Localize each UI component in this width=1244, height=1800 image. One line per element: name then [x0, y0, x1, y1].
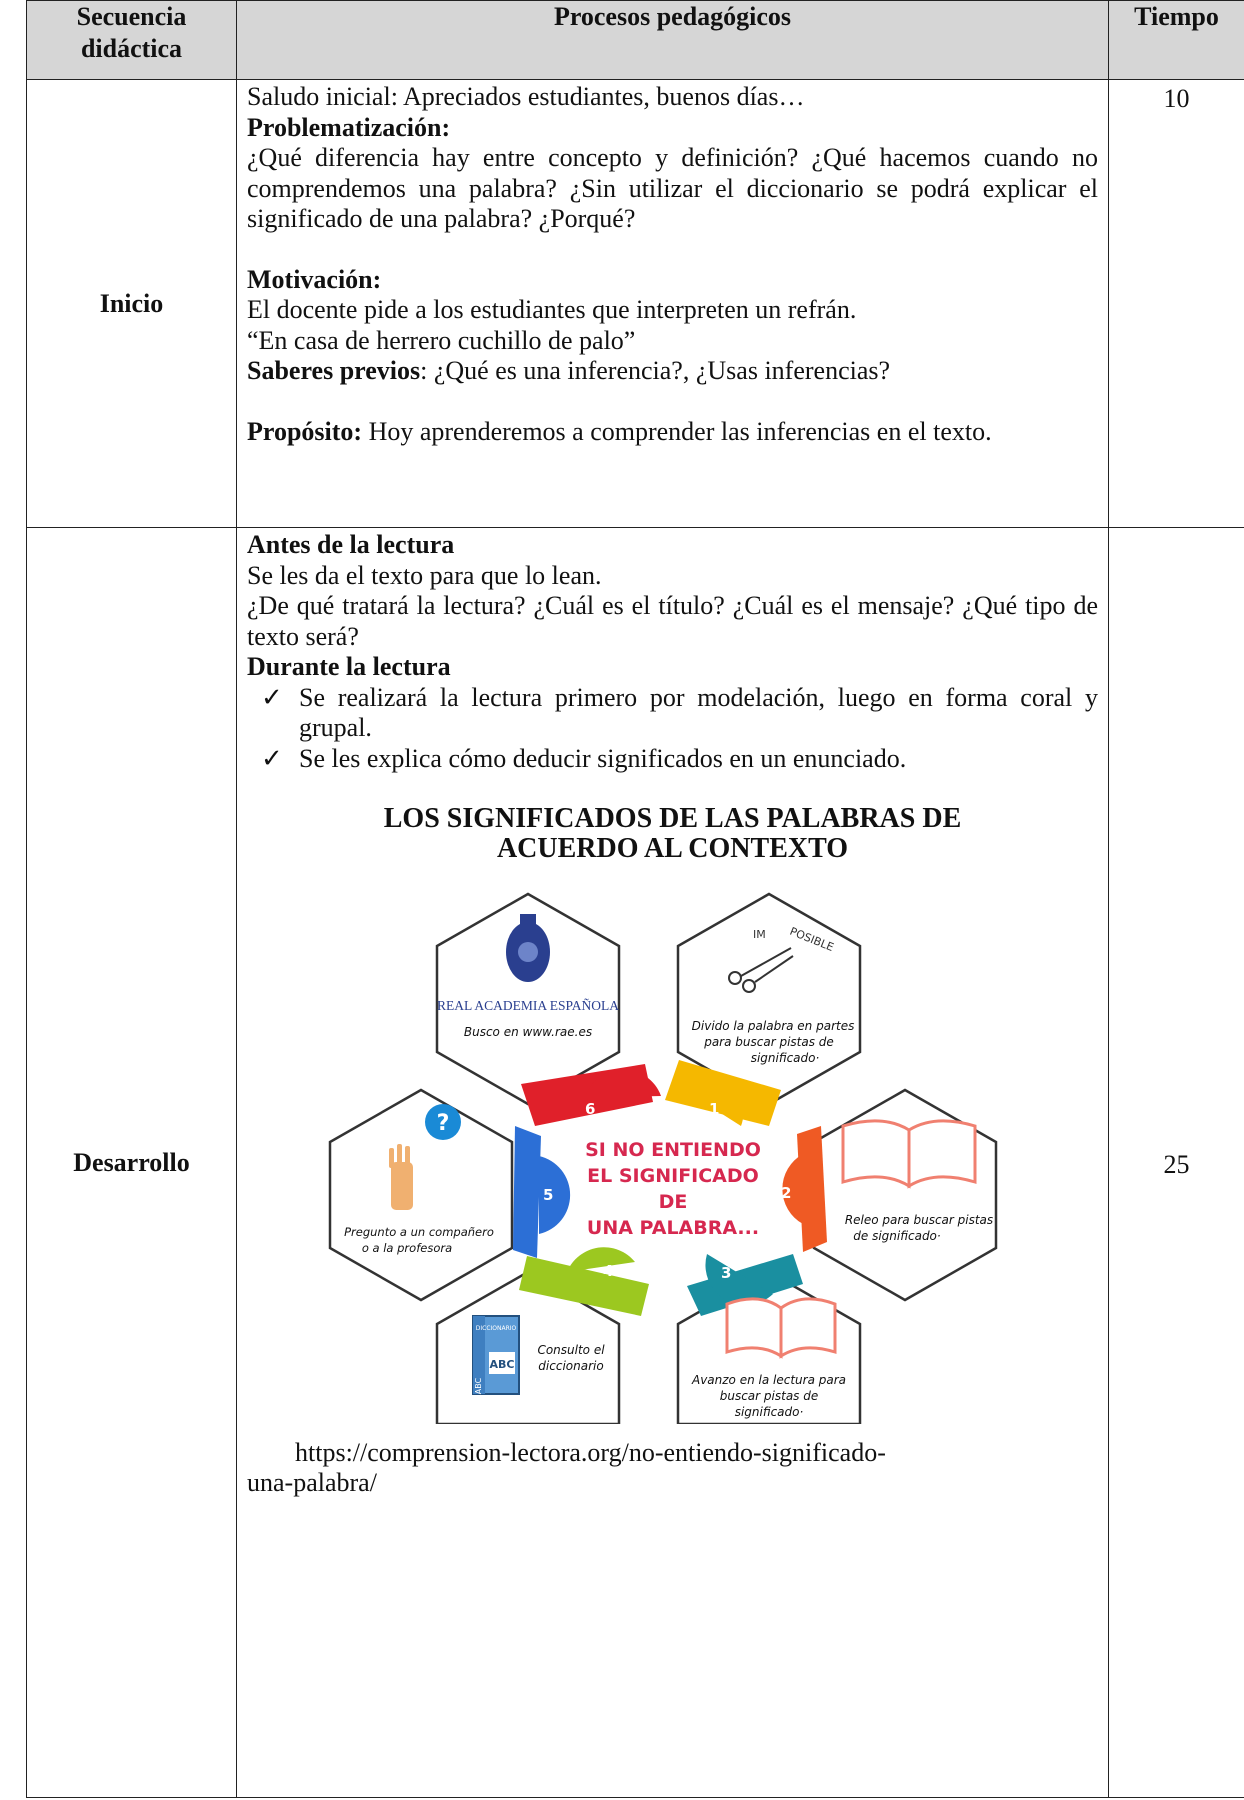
svg-text:EL SIGNIFICADO: EL SIGNIFICADO	[587, 1165, 759, 1187]
problematizacion-label: Problematización:	[247, 112, 451, 142]
proposito-label: Propósito:	[247, 416, 363, 446]
source-url: https://comprension-lectora.org/no-entie…	[247, 1424, 1098, 1498]
content-desarrollo: Antes de la lectura Se les da el texto p…	[236, 527, 1109, 1798]
svg-text:SI NO ENTIENDO: SI NO ENTIENDO	[585, 1139, 761, 1161]
lesson-table: Secuencia didáctica Procesos pedagógicos…	[26, 0, 1244, 1798]
reading-book-icon	[725, 1297, 836, 1359]
source-url-line2: una-palabra/	[247, 1468, 377, 1497]
number-4: 4	[603, 1262, 613, 1280]
number-1: 1	[709, 1100, 719, 1118]
half-disc-2	[781, 1154, 803, 1224]
antes-questions: ¿De qué tratará la lectura? ¿Cuál es el …	[247, 591, 1098, 651]
releo-text-2: de significado·	[853, 1229, 940, 1243]
header-procesos: Procesos pedagógicos	[236, 0, 1109, 80]
diccionario-text-2: diccionario	[538, 1359, 603, 1373]
stage-inicio: Inicio	[26, 79, 237, 528]
releo-text-1: Releo para buscar pistas	[844, 1213, 992, 1227]
number-6: 6	[585, 1100, 595, 1118]
dictionary-book-top: DICCIONARIO	[475, 1325, 516, 1332]
number-2: 2	[781, 1184, 791, 1202]
open-book-icon	[841, 1119, 976, 1189]
check-text: Se les explica cómo deducir significados…	[299, 743, 907, 773]
strategy-hexagon-infographic: 6 1 2 3 4	[328, 892, 997, 1424]
divide-word-a: IM	[753, 928, 766, 941]
saberes-label: Saberes previos	[247, 356, 421, 385]
avanzo-text-2: buscar pistas de	[719, 1389, 818, 1403]
proposito: Propósito: Hoy aprenderemos a comprender…	[247, 417, 1098, 448]
saberes-text: : ¿Qué es una inferencia?, ¿Usas inferen…	[420, 356, 891, 385]
rae-text: Busco en www.rae.es	[463, 1025, 591, 1039]
refran-text: “En casa de herrero cuchillo de palo”	[247, 325, 636, 355]
divide-text-2: para buscar pistas de	[703, 1035, 834, 1049]
hexagon-pregunto	[328, 1088, 513, 1302]
divide-text-3: significado·	[750, 1051, 819, 1065]
problematizacion-text: ¿Qué diferencia hay entre concepto y def…	[247, 143, 1098, 233]
diccionario-text-1: Consulto el	[537, 1343, 605, 1357]
tab-4	[518, 1256, 649, 1316]
svg-text:?: ?	[436, 1111, 449, 1136]
half-disc-6	[584, 1069, 661, 1098]
antes-label: Antes de la lectura	[247, 530, 455, 559]
hexagon-releo	[812, 1088, 997, 1302]
check-text: Se realizará la lectura primero por mode…	[299, 682, 1098, 743]
number-3: 3	[721, 1264, 731, 1282]
graphic-title-line1: LOS SIGNIFICADOS DE LAS PALABRAS DE	[383, 803, 962, 834]
svg-text:UNA PALABRA...: UNA PALABRA...	[586, 1217, 758, 1239]
dictionary-book-spine: ABC	[474, 1377, 483, 1394]
divide-text-1: Divido la palabra en partes	[691, 1019, 854, 1033]
header-row: Secuencia didáctica Procesos pedagógicos…	[26, 0, 1244, 80]
half-disc-3	[704, 1254, 773, 1305]
svg-text:DE: DE	[658, 1191, 687, 1213]
pregunto-text-2: o a la profesora	[361, 1241, 451, 1255]
row-inicio: Inicio Saludo inicial: Apreciados estudi…	[26, 79, 1244, 528]
durante-label: Durante la lectura	[247, 652, 451, 681]
saberes-previos: Saberes previos: ¿Qué es una inferencia?…	[247, 356, 1098, 387]
checkmark-icon: ✓	[261, 682, 283, 712]
tab-2	[796, 1126, 827, 1252]
half-disc-5	[538, 1156, 570, 1234]
stage-desarrollo: Desarrollo	[26, 527, 237, 1798]
motivacion-label: Motivación:	[247, 264, 382, 294]
avanzo-text-1: Avanzo en la lectura para	[690, 1373, 845, 1387]
checkmark-icon: ✓	[261, 743, 283, 773]
tab-5	[512, 1126, 541, 1258]
list-item: ✓ Se realizará la lectura primero por mod…	[261, 683, 1098, 744]
header-secuencia: Secuencia didáctica	[26, 0, 237, 80]
graphic-title-line2: ACUERDO AL CONTEXTO	[496, 833, 849, 864]
antes-line: Se les da el texto para que lo lean.	[247, 560, 602, 590]
header-tiempo: Tiempo	[1108, 0, 1244, 80]
header-secuencia-line1: Secuencia	[76, 2, 187, 31]
half-disc-4	[566, 1247, 635, 1272]
graphic-title: LOS SIGNIFICADOS DE LAS PALABRAS DE ACUE…	[247, 804, 1098, 864]
dictionary-book-main: ABC	[489, 1358, 514, 1371]
row-desarrollo: Desarrollo Antes de la lectura Se les da…	[26, 527, 1244, 1798]
hand-question-icon: ?	[388, 1104, 461, 1210]
dictionary-icon	[471, 1315, 520, 1395]
center-wheel: 6 1 2 3 4	[512, 1060, 827, 1316]
proposito-text: Hoy aprenderemos a comprender las infere…	[362, 416, 992, 446]
header-secuencia-line2: didáctica	[80, 34, 183, 63]
rae-brand: REAL ACADEMIA ESPAÑOLA	[436, 998, 618, 1013]
half-disc-1	[674, 1072, 744, 1126]
content-inicio: Saludo inicial: Apreciados estudiantes, …	[236, 79, 1109, 528]
check-list: ✓ Se realizará la lectura primero por mod…	[247, 683, 1098, 775]
scissors-icon	[727, 947, 794, 993]
source-url-line1: https://comprension-lectora.org/no-entie…	[295, 1438, 886, 1467]
rae-emblem-icon	[505, 914, 550, 982]
number-5: 5	[543, 1186, 553, 1204]
list-item: ✓ Se les explica cómo deducir significado…	[261, 744, 1098, 775]
avanzo-text-3: significado·	[734, 1405, 803, 1419]
motivacion-text: El docente pide a los estudiantes que in…	[247, 295, 857, 324]
saludo-text: Saludo inicial: Apreciados estudiantes, …	[247, 82, 805, 111]
center-text: SI NO ENTIENDO EL SIGNIFICADO DE UNA PAL…	[585, 1139, 761, 1239]
time-inicio: 10	[1108, 79, 1244, 528]
time-desarrollo: 25	[1108, 527, 1244, 1798]
pregunto-text-1: Pregunto a un compañero	[344, 1225, 494, 1239]
